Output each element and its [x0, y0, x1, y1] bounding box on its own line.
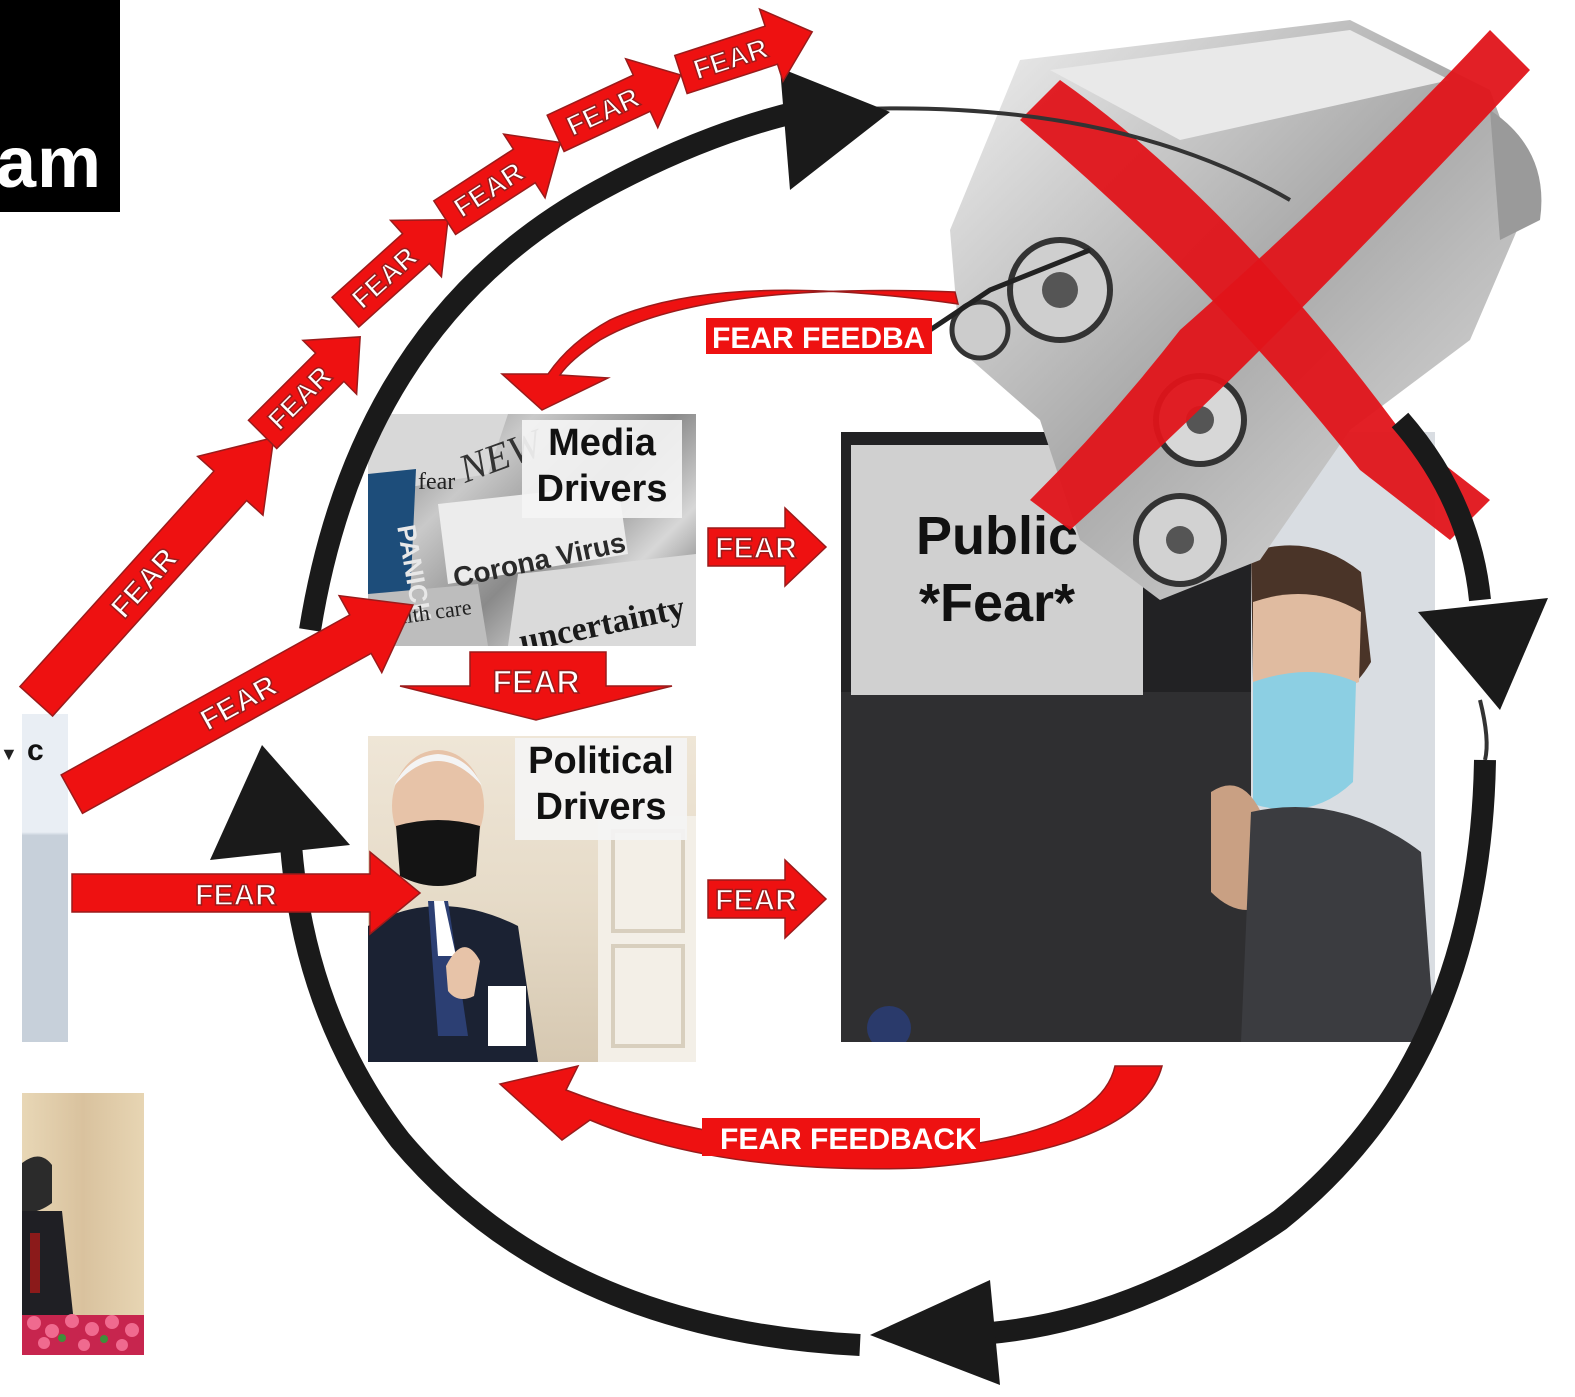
fear-feedback-top: FEAR FEEDBA — [500, 289, 959, 411]
political-label-line1: Political — [528, 740, 674, 782]
cycle-arc-bottom-right — [959, 759, 1496, 1346]
fear-word: fear — [418, 469, 455, 495]
fear-arrow-media-to-political: FEAR — [399, 651, 673, 721]
political-label-line2: Drivers — [535, 786, 667, 829]
fear-arrow-political-to-public-label: FEAR — [715, 884, 797, 917]
cross-stroke-2 — [1030, 30, 1530, 530]
fear-feedback-top-label: FEAR FEEDBA — [712, 322, 925, 355]
cycle-arrowhead-bottom — [870, 1280, 1000, 1385]
chain-arrow-5: FEAR — [546, 57, 682, 153]
fear-arrow-media-to-political-label: FEAR — [492, 664, 579, 700]
cycle-arrowhead-top — [780, 68, 890, 190]
fear-feedback-bottom-label: FEAR FEEDBACK — [720, 1123, 977, 1156]
fear-arrow-to-political-label: FEAR — [195, 879, 277, 912]
left-panel: c — [22, 714, 68, 1042]
cycle-arcs — [279, 94, 1496, 1356]
fear-arrow-media-to-public-label: FEAR — [715, 532, 797, 565]
fear-feedback-bottom: FEAR FEEDBACK — [498, 1064, 1163, 1170]
cycle-arc-thin — [799, 106, 1489, 761]
engine-illustration — [930, 20, 1542, 600]
public-label-line2: *Fear* — [918, 573, 1076, 633]
cycle-arrowhead-right — [1418, 598, 1548, 710]
cycle-arc-top — [299, 94, 832, 632]
fear-arrow-political-to-public: FEAR — [707, 858, 828, 940]
fear-arrow-to-political: FEAR — [71, 850, 422, 936]
cycle-arrowhead-left — [210, 745, 350, 860]
cycle-arc-left — [279, 829, 861, 1356]
leader-photo — [22, 1093, 144, 1355]
caret-icon: ▼ — [0, 744, 18, 764]
media-label-line2: Drivers — [536, 468, 668, 511]
cycle-arc-right — [1391, 412, 1491, 602]
left-panel-label: c — [27, 734, 44, 767]
political-drivers-label: Political Drivers — [515, 738, 687, 840]
media-drivers-label: Media Drivers — [522, 420, 682, 518]
media-label-line1: Media — [548, 422, 656, 464]
title-block: am — [0, 0, 120, 212]
fear-arrow-media-to-public: FEAR — [707, 506, 828, 588]
public-fear-label: Public *Fear* — [851, 445, 1143, 695]
title-fragment: am — [0, 123, 103, 203]
